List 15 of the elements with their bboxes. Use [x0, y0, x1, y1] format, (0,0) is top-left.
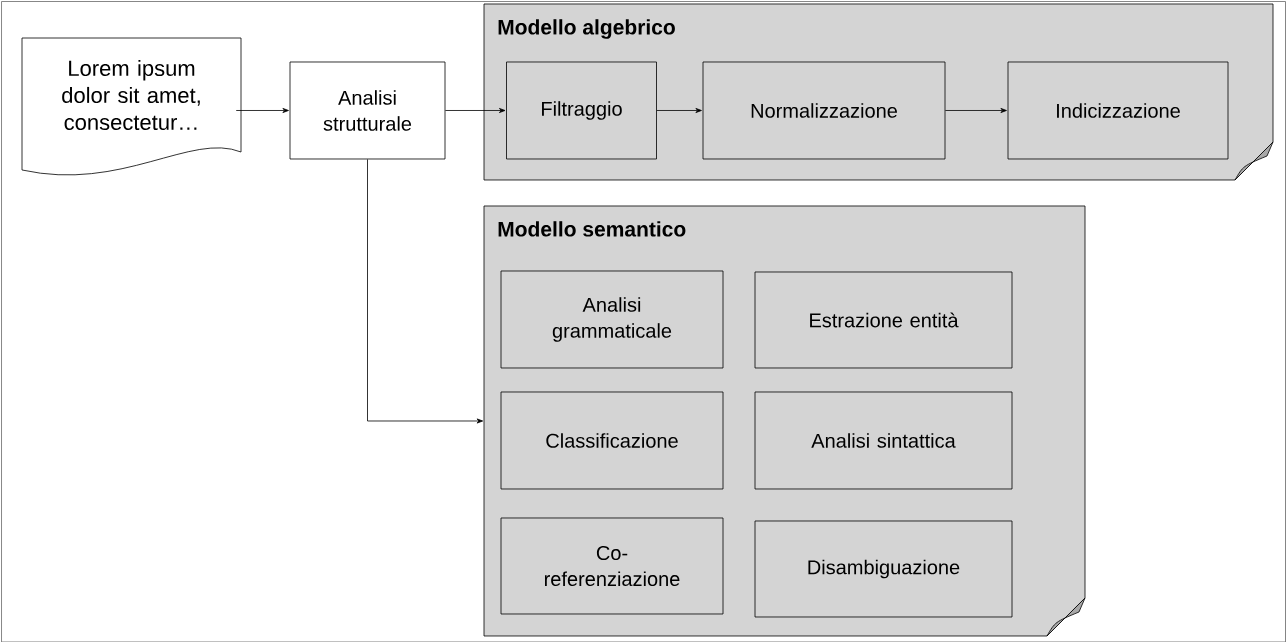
process-box: Indicizzazione	[1007, 61, 1229, 160]
process-box: Classificazione	[500, 391, 724, 490]
process-box: Estrazione entità	[754, 271, 1013, 369]
process-box: Co-referenziazione	[500, 517, 724, 615]
arrow	[235, 108, 289, 113]
process-box: Normalizzazione	[702, 61, 946, 160]
process-box: Disambiguazione	[754, 520, 1013, 618]
arrow	[445, 108, 506, 113]
arrow	[656, 108, 702, 113]
arrow	[367, 159, 484, 424]
process-box: Analisi sintattica	[754, 391, 1013, 490]
process-box: Filtraggio	[506, 61, 657, 160]
process-box: Analisi strutturale	[289, 61, 446, 160]
arrow	[945, 108, 1007, 113]
process-box: Analisi grammaticale	[500, 270, 724, 369]
